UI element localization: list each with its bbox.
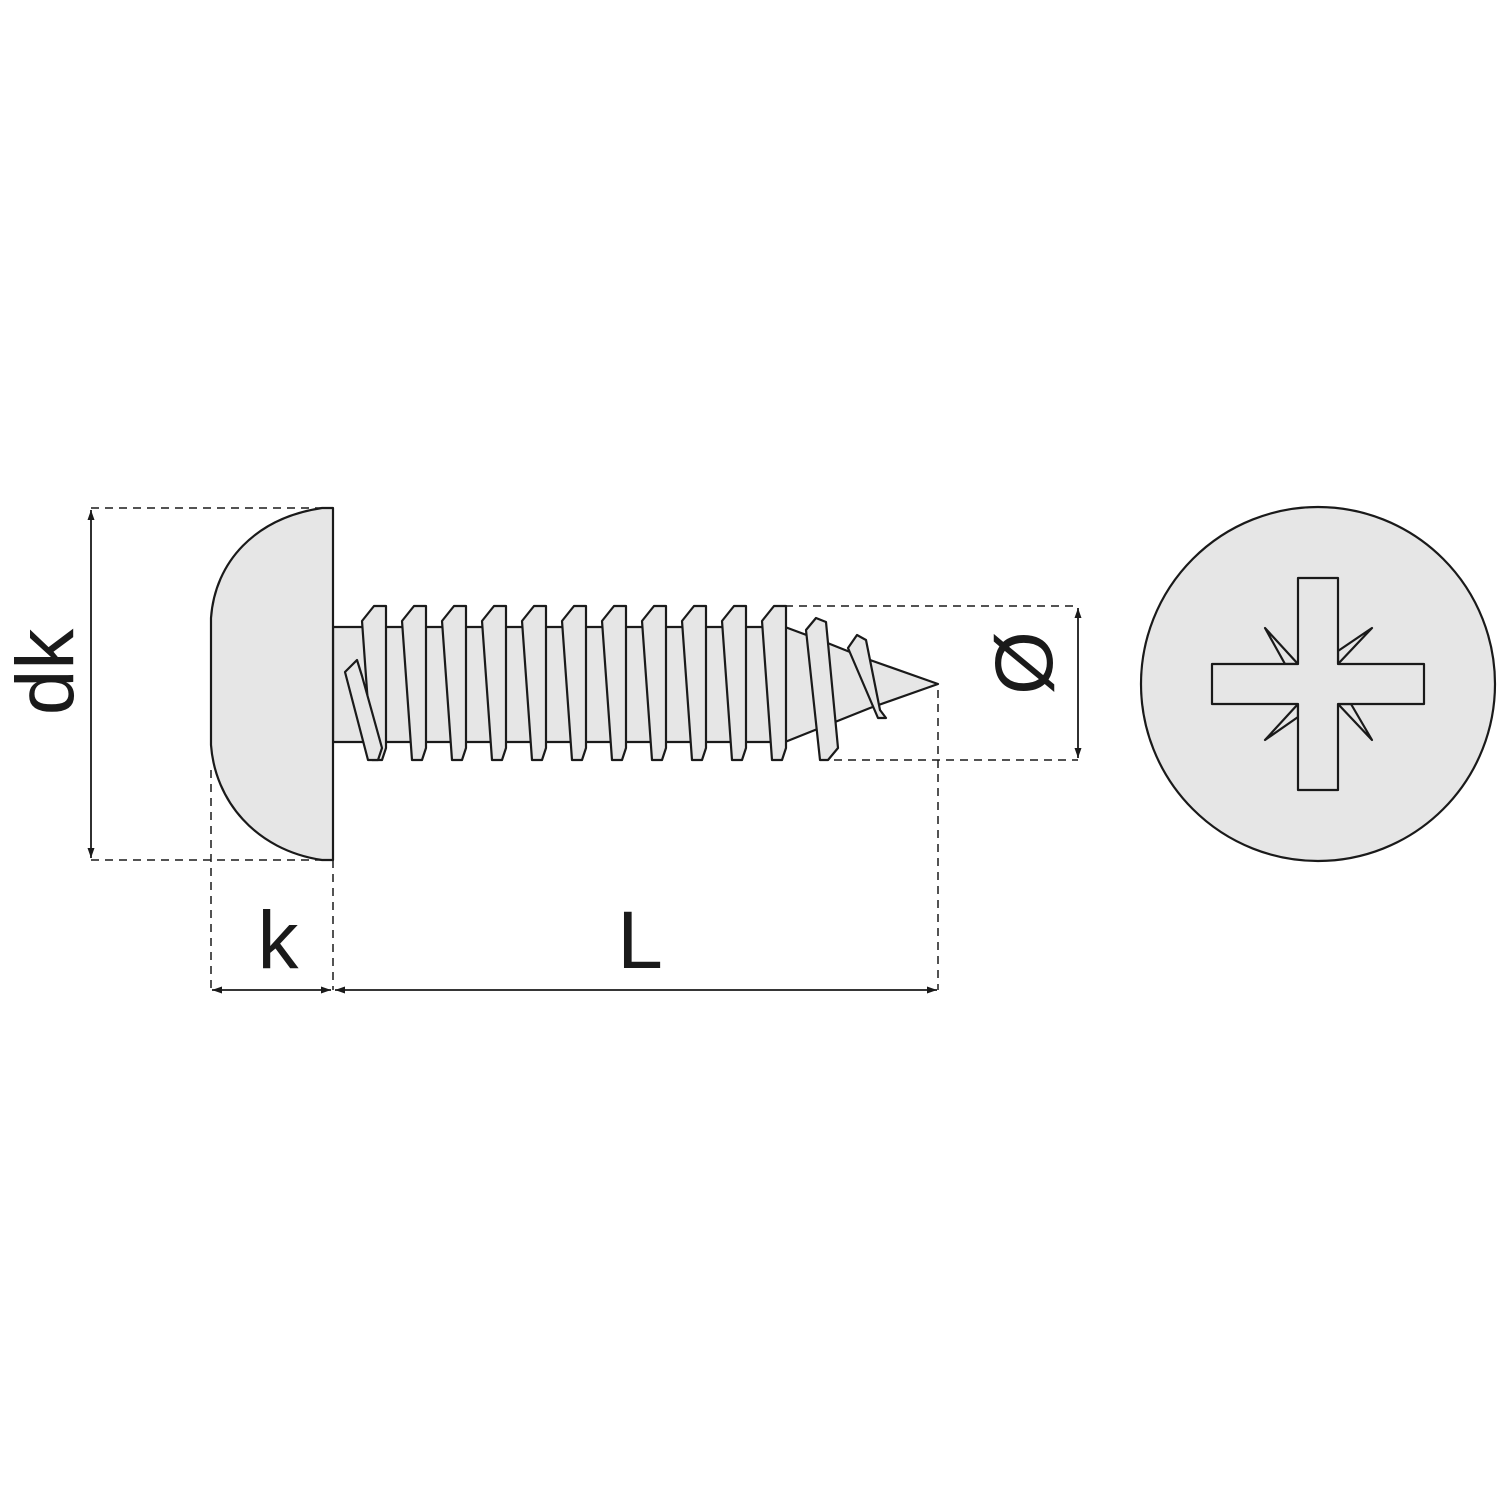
label-diameter: Ø	[979, 631, 1070, 695]
thread-flanks	[343, 604, 888, 762]
thread-flank	[680, 604, 708, 762]
thread-flank	[480, 604, 508, 762]
pozidriv-cross-icon	[1210, 576, 1426, 792]
thread-flank	[600, 604, 628, 762]
thread-flank	[343, 658, 384, 762]
label-dk: dk	[0, 628, 91, 716]
thread-flank	[440, 604, 468, 762]
thread-flank	[846, 633, 888, 720]
thread-flank	[760, 604, 788, 762]
dimension-lines	[87, 510, 1082, 994]
label-k: k	[258, 895, 300, 986]
thread-flank	[400, 604, 428, 762]
extension-lines	[91, 507, 1078, 990]
label-l: L	[617, 895, 663, 986]
thread-flank	[640, 604, 668, 762]
screw-side-view	[209, 506, 940, 862]
thread-flank	[520, 604, 548, 762]
dimension-labels: dk k L Ø	[0, 628, 1070, 986]
thread-flank	[720, 604, 748, 762]
screw-top-view	[1139, 505, 1497, 863]
thread-flank	[560, 604, 588, 762]
screw-head	[209, 506, 335, 862]
